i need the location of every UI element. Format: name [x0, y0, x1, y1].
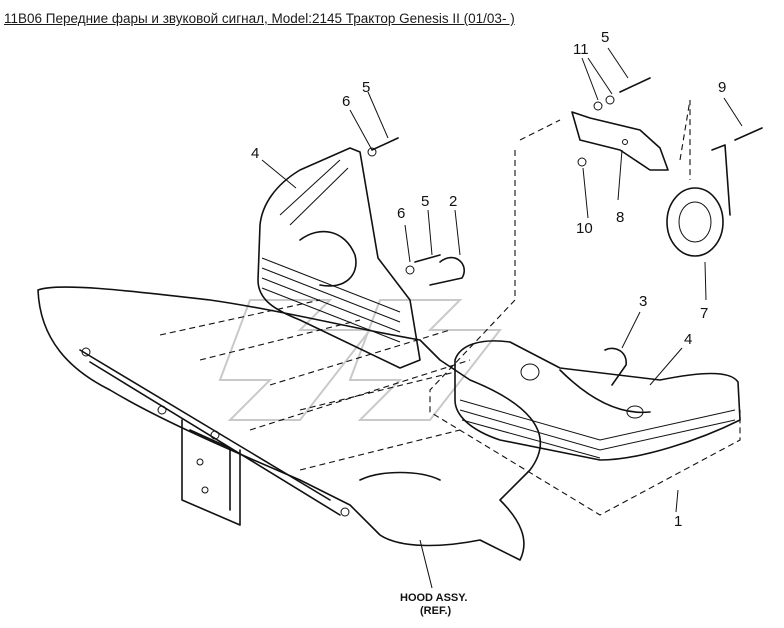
callout-11: 11	[573, 41, 589, 58]
callout-5-left: 5	[362, 79, 370, 96]
left-headlight	[257, 147, 421, 369]
callout-7: 7	[700, 305, 708, 322]
hood-assembly	[37, 286, 542, 561]
right-headlight	[454, 340, 741, 461]
callout-3: 3	[639, 293, 647, 310]
callout-8: 8	[616, 209, 624, 226]
callout-2: 2	[449, 193, 457, 210]
callout-9: 9	[718, 79, 726, 96]
page-title: 11B06 Передние фары и звуковой сигнал, M…	[4, 11, 515, 26]
callout-5-right: 5	[601, 29, 609, 46]
assembly-guide-lines	[159, 99, 741, 516]
watermark-logo	[218, 299, 503, 421]
callout-4-right: 4	[684, 331, 692, 348]
callout-1: 1	[674, 513, 682, 530]
hood-ref-label: (REF.)	[420, 605, 452, 617]
leader-lines	[261, 47, 743, 589]
fasteners	[367, 77, 763, 386]
callout-4-left: 4	[251, 145, 259, 162]
callout-6-left: 6	[342, 93, 350, 110]
hood-assy-label: HOOD ASSY.	[400, 592, 467, 604]
horn	[666, 144, 731, 257]
horn-bracket	[571, 111, 669, 171]
callout-10: 10	[576, 220, 593, 237]
callout-6-center: 6	[397, 205, 405, 222]
callout-5-center: 5	[421, 193, 429, 210]
